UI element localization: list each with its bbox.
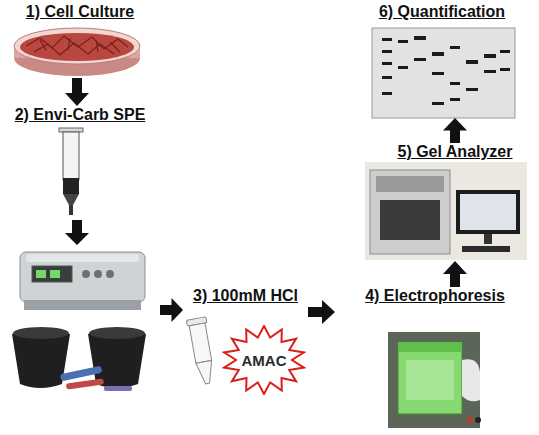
step-heading: 3) 100mM HCl xyxy=(183,287,308,305)
cell-pattern xyxy=(26,36,128,55)
tube-cone xyxy=(196,360,216,384)
centrifuge-base xyxy=(24,300,141,310)
purple-tube xyxy=(104,386,132,391)
monitor xyxy=(456,190,520,234)
blue-tube xyxy=(60,366,103,382)
centrifuge-display xyxy=(32,266,72,282)
centrifuge-body xyxy=(20,252,145,302)
analyzer-cabinet xyxy=(370,170,450,254)
electrode-black xyxy=(475,417,481,423)
cell-layer xyxy=(20,33,134,61)
step-node: 1) Cell Culture xyxy=(5,3,155,78)
gel-tank xyxy=(398,348,462,414)
centrifuge-button xyxy=(94,270,102,278)
step-heading: 2) Envi-Carb SPE xyxy=(0,106,160,124)
step-heading: 1) Cell Culture xyxy=(5,3,155,21)
red-tube xyxy=(66,378,104,389)
microtube xyxy=(186,317,217,385)
photo-background xyxy=(388,332,480,428)
rotor-rim xyxy=(89,327,145,339)
step-heading: 5) Gel Analyzer xyxy=(375,143,535,161)
step-node: 2) Envi-Carb SPE xyxy=(0,106,160,396)
step-heading: 6) Quantification xyxy=(362,3,522,21)
centrifuge-lid xyxy=(26,254,139,262)
gel-bands xyxy=(382,36,510,105)
dish-rim xyxy=(14,28,140,64)
keyboard xyxy=(462,246,510,252)
block-arrow xyxy=(160,298,183,322)
block-arrow xyxy=(65,78,89,106)
block-arrow xyxy=(443,261,467,287)
tank-lid xyxy=(398,342,462,352)
cartridge-taper xyxy=(63,194,79,205)
analyzer-door xyxy=(380,200,440,240)
photo-background xyxy=(365,162,527,260)
spe-cartridge xyxy=(59,128,83,215)
monitor-stand xyxy=(484,234,492,244)
gel-slab xyxy=(406,360,454,400)
cartridge-tip xyxy=(69,205,73,215)
cartridge-barrel xyxy=(63,132,79,180)
cartridge-flange xyxy=(59,128,83,132)
step-node: 5) Gel Analyzer xyxy=(375,143,535,261)
analyzer-photo xyxy=(365,162,527,260)
step-node: 6) Quantification xyxy=(362,3,522,118)
gel-background xyxy=(372,28,515,118)
centrifuge xyxy=(12,252,146,391)
step-node: 3) 100mM HClAMAC xyxy=(183,287,308,402)
reagent-label: AMAC xyxy=(242,352,287,369)
flow-arrow xyxy=(65,220,89,245)
cartridge-packing xyxy=(63,178,79,194)
petri-dish xyxy=(14,28,140,76)
display-digit xyxy=(36,270,46,278)
electrode-red xyxy=(467,417,473,423)
block-arrow xyxy=(308,300,335,324)
block-arrow xyxy=(443,118,467,143)
display-digit xyxy=(50,270,60,278)
starburst-shape xyxy=(224,326,304,394)
centrifuge-button xyxy=(82,270,90,278)
gel-image xyxy=(372,28,515,118)
centrifuge-button xyxy=(106,270,114,278)
starburst-node: AMAC xyxy=(222,325,306,395)
analyzer-top xyxy=(376,176,444,192)
rotor-rim xyxy=(13,327,69,339)
gel-box-photo xyxy=(388,332,481,428)
tube-body xyxy=(189,323,211,363)
gloved-hand xyxy=(462,359,480,401)
monitor-screen xyxy=(460,194,516,230)
step-node: 4) Electrophoresis xyxy=(335,287,535,430)
step-heading: 4) Electrophoresis xyxy=(335,287,535,305)
